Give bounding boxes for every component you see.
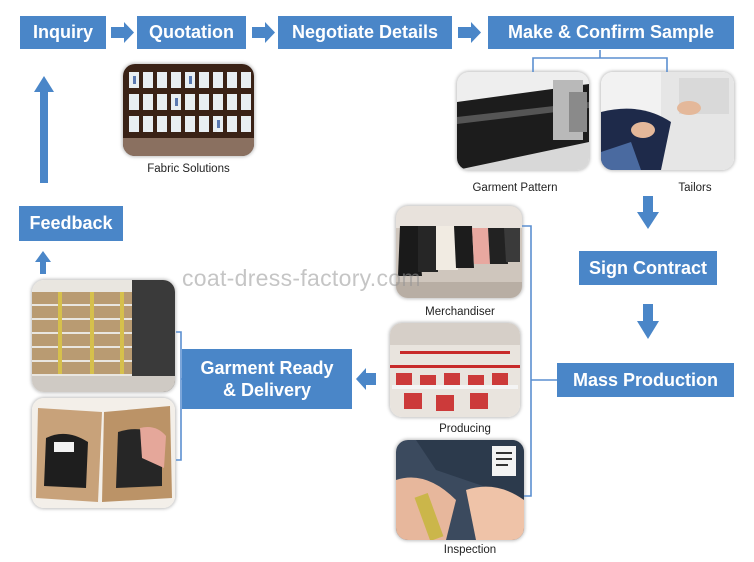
step-make-confirm-sample: Make & Confirm Sample bbox=[488, 16, 734, 49]
step-delivery-label-2: & Delivery bbox=[222, 380, 312, 400]
step-inquiry: Inquiry bbox=[20, 16, 106, 49]
arrow-right-icon bbox=[252, 22, 275, 43]
arrow-right-icon bbox=[458, 22, 481, 43]
caption-tailors: Tailors bbox=[678, 182, 712, 194]
garment-pattern-photo bbox=[457, 72, 589, 170]
tailors-photo bbox=[601, 72, 734, 170]
producing-photo bbox=[390, 323, 520, 417]
caption-fabric-solutions: Fabric Solutions bbox=[147, 163, 230, 175]
watermark-text: coat-dress-factory.com bbox=[182, 265, 421, 291]
step-quotation: Quotation bbox=[137, 16, 246, 49]
step-sign-contract: Sign Contract bbox=[579, 251, 717, 285]
step-mass-production: Mass Production bbox=[557, 363, 734, 397]
caption-inspection: Inspection bbox=[443, 544, 497, 556]
step-mass-label: Mass Production bbox=[572, 369, 719, 390]
step-negotiate-details: Negotiate Details bbox=[278, 16, 452, 49]
step-quotation-label: Quotation bbox=[149, 22, 234, 43]
caption-garment-pattern: Garment Pattern bbox=[472, 182, 558, 194]
arrow-up-icon bbox=[35, 251, 51, 274]
step-delivery-label-1: Garment Ready bbox=[200, 357, 334, 378]
step-negotiate-label: Negotiate Details bbox=[291, 22, 439, 43]
merchandiser-photo bbox=[396, 206, 522, 298]
arrow-left-icon bbox=[356, 368, 376, 390]
arrow-right-icon bbox=[111, 22, 134, 43]
production-bracket bbox=[522, 225, 557, 497]
step-feedback-label: Feedback bbox=[29, 213, 113, 234]
cartons-stack-photo bbox=[32, 280, 175, 392]
step-inquiry-label: Inquiry bbox=[32, 22, 93, 43]
inspection-photo bbox=[396, 440, 524, 540]
sample-bracket bbox=[532, 50, 668, 72]
open-carton-photo bbox=[32, 398, 175, 508]
caption-producing: Producing bbox=[439, 423, 491, 435]
arrow-up-icon bbox=[34, 76, 54, 183]
step-garment-ready-delivery: Garment Ready & Delivery bbox=[182, 349, 352, 409]
fabric-shelves-photo bbox=[123, 64, 254, 156]
caption-merchandiser: Merchandiser bbox=[425, 306, 495, 318]
step-sample-label: Make & Confirm Sample bbox=[507, 22, 715, 43]
arrow-down-icon bbox=[637, 304, 659, 339]
step-feedback: Feedback bbox=[19, 206, 123, 241]
step-contract-label: Sign Contract bbox=[588, 257, 707, 278]
arrow-down-icon bbox=[637, 196, 659, 229]
